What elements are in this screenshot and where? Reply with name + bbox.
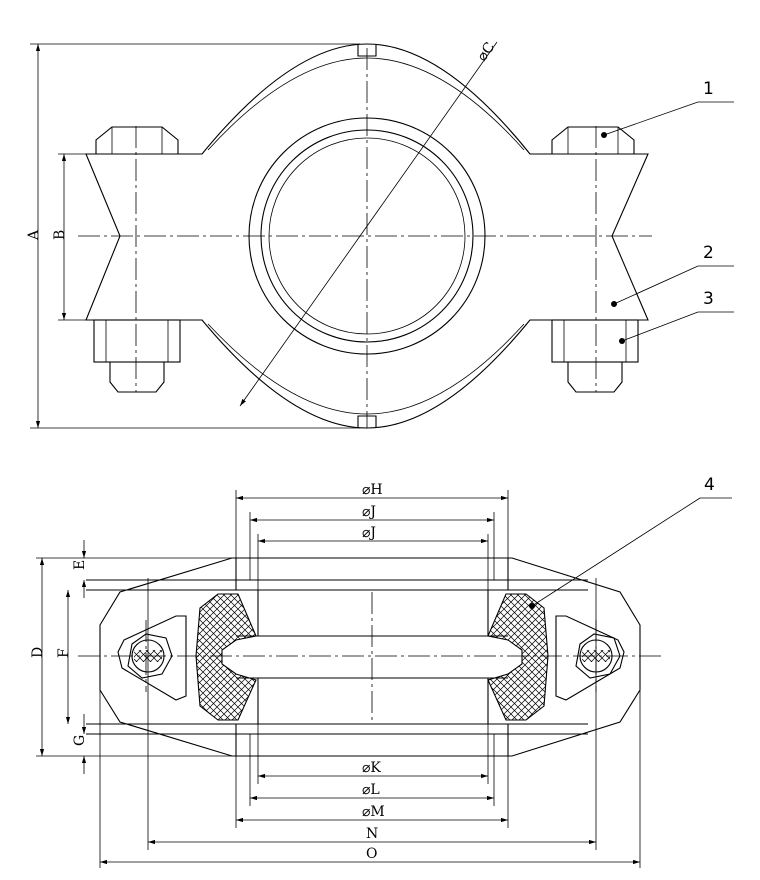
dim-f-label: F: [56, 648, 72, 658]
callout-4: 4: [704, 475, 715, 495]
bore-outer-circle: [248, 117, 486, 355]
dim-j2-label: ⌀J: [362, 525, 376, 541]
left-nut-hex: [127, 633, 173, 679]
right-nut-hex: [575, 633, 621, 679]
bottom-view: ⌀H ⌀J ⌀J ⌀K ⌀L ⌀M N O: [30, 475, 732, 868]
dim-l-label: ⌀L: [362, 782, 380, 798]
dim-c-label: ⌀C: [474, 39, 498, 64]
dim-h-label: ⌀H: [362, 482, 383, 498]
callout-2: 2: [703, 243, 714, 263]
gasket-right-section: [487, 593, 549, 721]
callout-3: 3: [703, 289, 714, 309]
left-lug: [117, 615, 187, 701]
callout-1: 1: [703, 79, 714, 99]
top-view: ⌀C A B 1 2 3: [26, 39, 734, 429]
left-bolt-head: [95, 126, 179, 154]
dim-k-label: ⌀K: [362, 760, 381, 776]
gasket-left-section: [195, 593, 257, 721]
housing-bottom-notch: [357, 415, 377, 428]
housing-inner-edge-bottom: [207, 323, 525, 415]
dim-c-line: [239, 41, 498, 407]
bottom-housing-outline: [99, 557, 641, 757]
right-lug: [555, 615, 625, 701]
dim-e-label: E: [72, 560, 88, 570]
dim-d-label: D: [30, 647, 46, 658]
dim-g-label: G: [72, 735, 88, 746]
dim-b-label: B: [52, 230, 68, 240]
bore-inner-circle: [260, 129, 474, 343]
right-nut: [551, 319, 639, 363]
dim-j1-label: ⌀J: [362, 504, 376, 520]
right-bolt-head: [551, 126, 635, 154]
left-bolt-end: [109, 362, 165, 393]
dim-o-label: O: [366, 846, 377, 862]
dim-n-label: N: [366, 826, 378, 842]
housing-inner-edge-top: [207, 57, 525, 151]
left-nut: [93, 319, 181, 363]
clamp-housing: [85, 43, 649, 429]
pipe-circle: [268, 137, 466, 335]
dim-a-label: A: [26, 229, 42, 241]
dim-m-label: ⌀M: [362, 804, 385, 820]
housing-top-notch: [357, 44, 377, 57]
right-bolt-end: [567, 362, 623, 393]
